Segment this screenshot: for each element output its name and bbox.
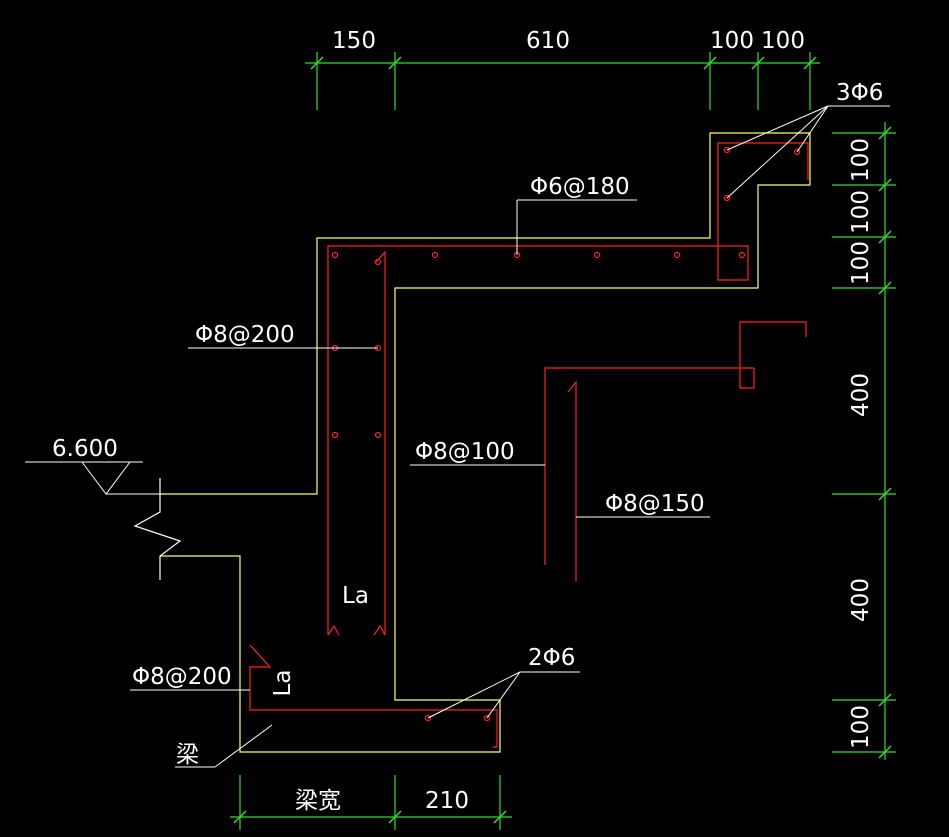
bottom-rebar <box>249 644 498 748</box>
break-line-symbol <box>133 478 182 580</box>
leader-lines <box>25 105 890 768</box>
dim-bottom-beam-width: 梁宽 <box>295 788 341 814</box>
step-rebar-150 <box>567 380 577 582</box>
dim-top-610: 610 <box>526 28 570 54</box>
wall-rebar-hooks <box>327 624 340 636</box>
wall-rebar-main <box>327 142 809 635</box>
step-bars-150-label: Φ8@150 <box>605 491 705 517</box>
wall-rebar-inner <box>375 250 386 635</box>
dim-top-100b: 100 <box>761 28 805 54</box>
annotation-texts: 6.600 3Φ6 Φ6@180 Φ8@200 Φ8@100 Φ8@150 2Φ… <box>52 80 883 768</box>
step-rebar-100 <box>544 367 755 565</box>
dimension-ticks <box>233 56 892 824</box>
dim-right-100a: 100 <box>848 138 874 182</box>
distribution-bars-label: Φ6@180 <box>530 174 630 200</box>
dim-right-400b: 400 <box>848 578 874 622</box>
dim-top-150: 150 <box>332 28 376 54</box>
step-rebar-upper <box>739 321 807 369</box>
dim-right-100c: 100 <box>848 241 874 285</box>
dimension-lines <box>230 52 896 830</box>
dim-right-100b: 100 <box>848 190 874 234</box>
outline-upper-edge <box>160 132 811 753</box>
wall-bars-label: Φ8@200 <box>195 322 295 348</box>
dimension-texts: 150 610 100 100 100 100 100 400 400 100 … <box>295 28 874 814</box>
dim-bottom-210: 210 <box>425 788 469 814</box>
bottom-bars-label: 2Φ6 <box>528 645 575 671</box>
beam-bars-label: Φ8@200 <box>132 664 232 690</box>
beam-label: 梁 <box>176 742 199 768</box>
step-bars-100-label: Φ8@100 <box>415 439 515 465</box>
elevation-label: 6.600 <box>52 436 118 462</box>
dim-top-100a: 100 <box>710 28 754 54</box>
rebars <box>249 142 809 748</box>
top-bars-label: 3Φ6 <box>836 80 883 106</box>
anchorage-wall-label: La <box>342 583 369 609</box>
concrete-outline <box>160 132 811 753</box>
rebar-dots <box>331 146 801 722</box>
dim-right-400a: 400 <box>848 373 874 417</box>
anchorage-beam-label: La <box>270 670 296 697</box>
dim-right-100d: 100 <box>848 705 874 749</box>
